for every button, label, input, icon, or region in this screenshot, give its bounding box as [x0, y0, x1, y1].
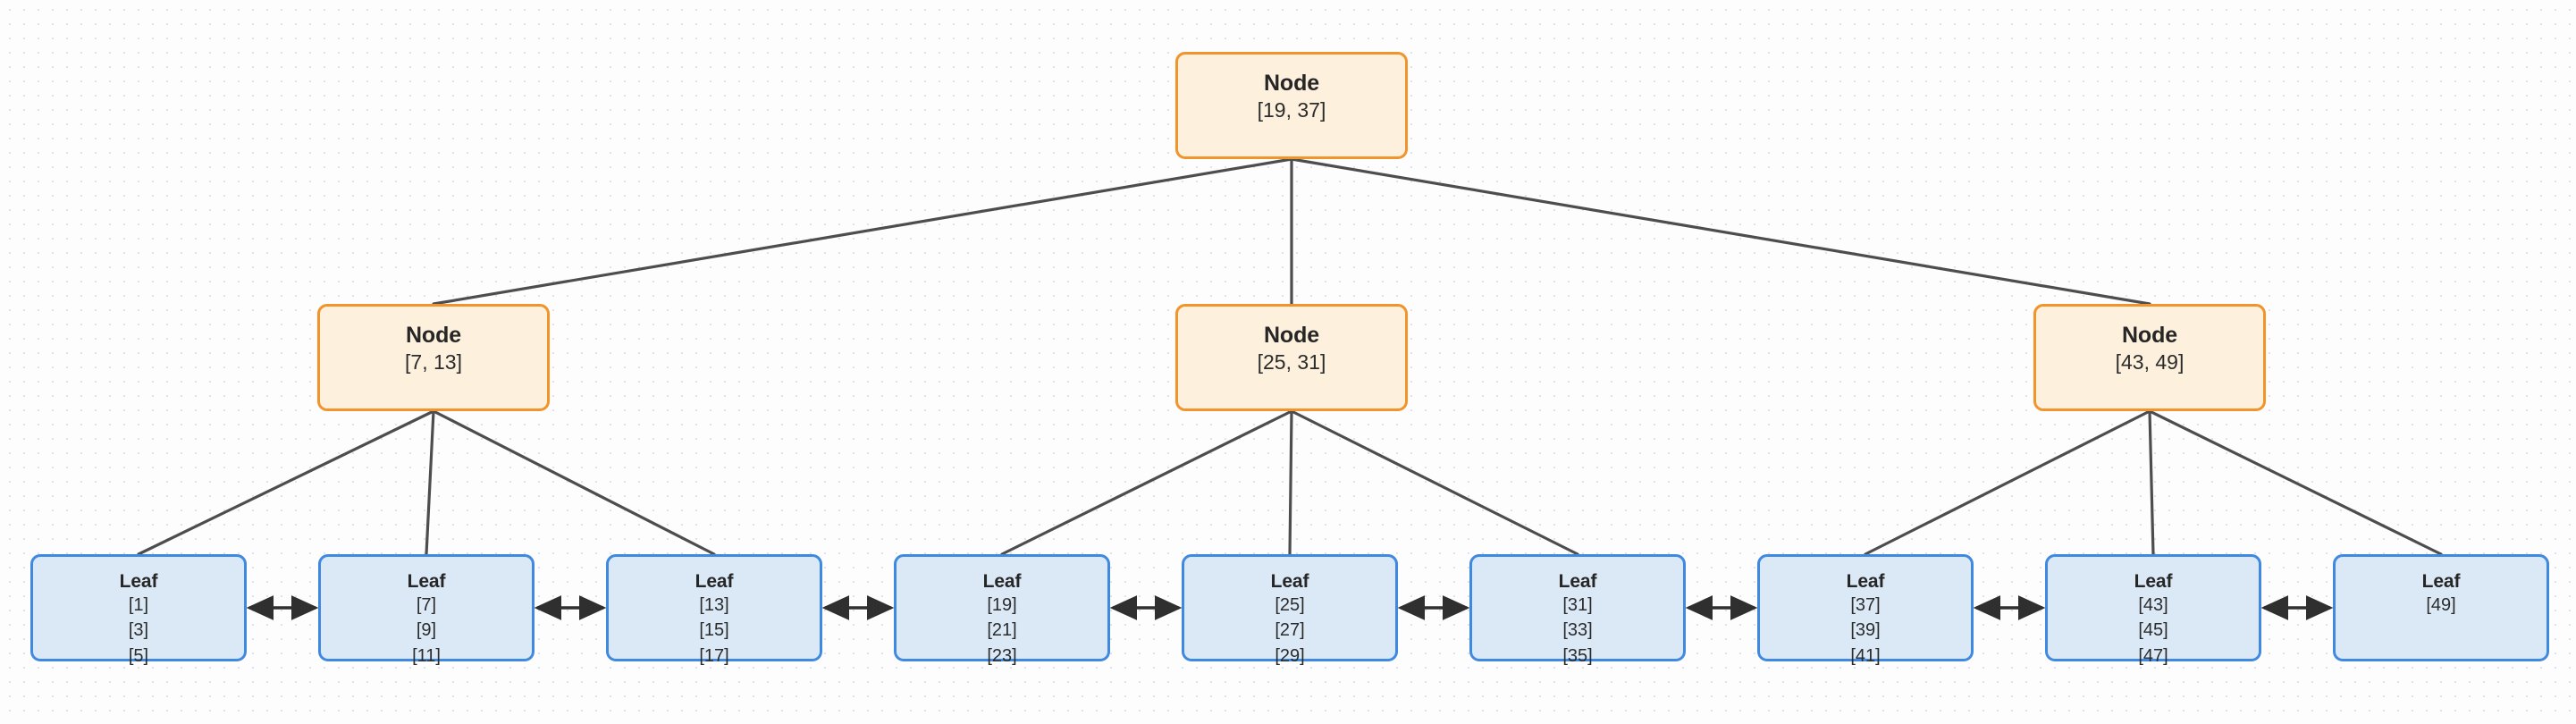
leaf-key: [9] [416, 620, 437, 641]
leaf-key: [11] [412, 645, 441, 666]
leaf-key: [47] [2138, 645, 2168, 666]
tree-edge [1288, 409, 1293, 556]
tree-edge [1000, 409, 1293, 556]
leaf-key: [35] [1562, 645, 1593, 666]
leaf-key: [25] [1275, 594, 1305, 615]
leaf-key: [45] [2138, 620, 2168, 641]
leaf-key: [29] [1275, 645, 1305, 666]
leaf-node-4[interactable]: Leaf[25] [27] [29] [1182, 554, 1398, 666]
tree-edge [137, 409, 435, 556]
leaf-node-5[interactable]: Leaf[31] [33] [35] [1469, 554, 1686, 666]
leaf-key: [27] [1275, 620, 1305, 641]
leaf-key: [1] [128, 594, 149, 615]
leaf-key: [17] [699, 645, 729, 666]
node-keys: [43, 49] [2115, 350, 2185, 374]
leaf-label: Leaf [1846, 571, 1885, 592]
root-node[interactable]: Node[19, 37] [1175, 52, 1408, 159]
leaf-key: [21] [987, 620, 1017, 641]
leaf-node-7[interactable]: Leaf[43] [45] [47] [2045, 554, 2261, 666]
leaf-node-1[interactable]: Leaf[7] [9] [11] [318, 554, 535, 666]
tree-edge [425, 409, 435, 556]
internal-node-2[interactable]: Node[43, 49] [2033, 304, 2266, 411]
tree-edge [1290, 157, 2151, 306]
leaf-label: Leaf [1270, 571, 1309, 592]
tree-edge [432, 157, 1293, 306]
tree-edge [2148, 409, 2155, 556]
node-keys: [7, 13] [405, 350, 462, 374]
leaf-node-6[interactable]: Leaf[37] [39] [41] [1757, 554, 1974, 666]
leaf-key: [23] [987, 645, 1017, 666]
leaf-key: [15] [699, 620, 729, 641]
leaf-key: [39] [1850, 620, 1881, 641]
tree-edge [1864, 409, 2151, 556]
internal-node-0[interactable]: Node[7, 13] [317, 304, 550, 411]
leaf-node-3[interactable]: Leaf[19] [21] [23] [894, 554, 1110, 666]
leaf-key: [41] [1850, 645, 1881, 666]
leaf-key: [5] [128, 645, 149, 666]
leaf-key: [33] [1562, 620, 1593, 641]
tree-edge [1290, 409, 1579, 556]
leaf-label: Leaf [119, 571, 158, 592]
node-keys: [25, 31] [1257, 350, 1326, 374]
leaf-node-2[interactable]: Leaf[13] [15] [17] [606, 554, 822, 666]
leaf-label: Leaf [407, 571, 446, 592]
node-label: Node [2121, 323, 2178, 348]
tree-edge [432, 409, 716, 556]
leaf-key: [43] [2138, 594, 2168, 615]
leaf-label: Leaf [2134, 571, 2173, 592]
leaf-label: Leaf [982, 571, 1022, 592]
leaf-label: Leaf [695, 571, 734, 592]
leaf-node-8[interactable]: Leaf[49] [2333, 554, 2549, 661]
leaf-label: Leaf [1558, 571, 1597, 592]
leaf-key: [19] [987, 594, 1017, 615]
node-keys: [19, 37] [1257, 98, 1326, 122]
tree-edge [2148, 409, 2443, 556]
leaf-label: Leaf [2421, 571, 2461, 592]
internal-node-1[interactable]: Node[25, 31] [1175, 304, 1408, 411]
leaf-key: [3] [128, 620, 149, 641]
node-label: Node [1263, 323, 1320, 348]
leaf-key: [49] [2426, 594, 2456, 615]
node-label: Node [405, 323, 462, 348]
node-label: Node [1263, 71, 1320, 96]
leaf-key: [31] [1562, 594, 1593, 615]
leaf-node-0[interactable]: Leaf[1] [3] [5] [30, 554, 247, 666]
leaf-key: [7] [416, 594, 437, 615]
leaf-key: [13] [699, 594, 729, 615]
leaf-key: [37] [1850, 594, 1881, 615]
